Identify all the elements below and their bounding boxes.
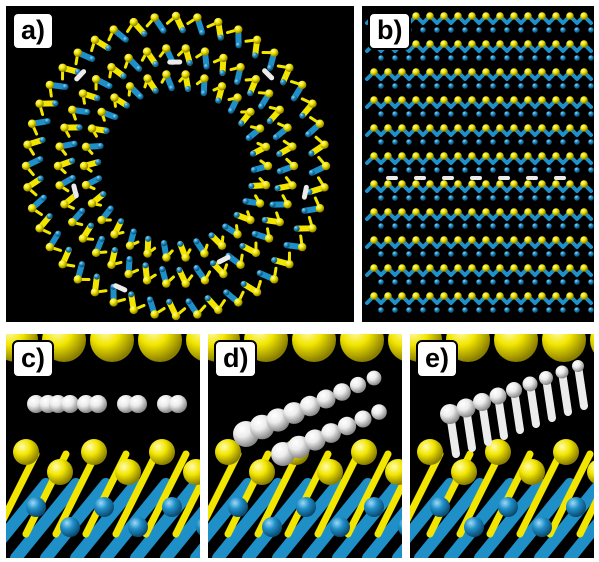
panel-b-nanotube-side-view: b) (362, 6, 594, 322)
panel-a-label: a) (12, 12, 55, 50)
closeup-e-image (410, 334, 594, 558)
nanotube-cross-section-image (21, 11, 331, 321)
panel-c-label: c) (12, 340, 55, 378)
closeup-c-image (6, 334, 200, 558)
panel-c-closeup: c) (6, 334, 200, 558)
nanotube-side-view-image (365, 12, 594, 313)
panel-b-label: b) (368, 12, 412, 50)
panel-a-nanotube-top-view: a) (6, 6, 354, 322)
panel-d-label: d) (214, 340, 258, 378)
closeup-d-image (208, 334, 402, 558)
panel-e-label: e) (416, 340, 459, 378)
panel-d-closeup: d) (208, 334, 402, 558)
panel-e-closeup: e) (410, 334, 594, 558)
